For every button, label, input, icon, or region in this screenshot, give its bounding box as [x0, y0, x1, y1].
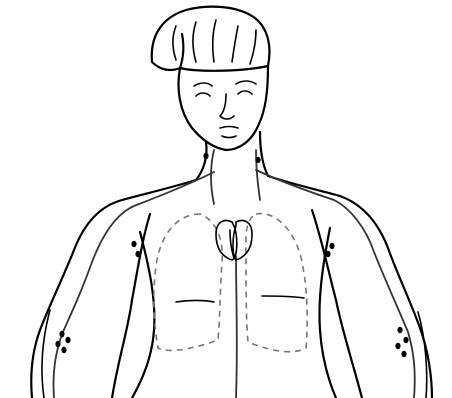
elbow-right-nodes — [395, 327, 408, 357]
neck-vessel-left — [211, 150, 214, 204]
neck-right-nodes — [255, 157, 260, 163]
hair — [152, 7, 270, 71]
axilla-left-nodes — [131, 241, 140, 257]
left-lung — [154, 214, 222, 350]
left-flank — [132, 232, 154, 398]
torso-outline — [31, 176, 432, 398]
midline-vessel — [236, 256, 237, 398]
nose — [220, 94, 234, 119]
face — [179, 66, 269, 150]
right-pec-line — [262, 296, 304, 298]
right-eye — [238, 91, 252, 94]
lymph-nodes — [55, 153, 408, 357]
right-arm-vessel — [256, 170, 415, 398]
left-pec-line — [176, 301, 214, 303]
right-lung — [246, 214, 307, 352]
neck — [196, 132, 268, 204]
left-brow — [194, 83, 212, 86]
vessels — [53, 170, 414, 398]
chin — [222, 136, 236, 138]
left-eye — [196, 93, 210, 96]
neck-left-nodes — [203, 153, 208, 159]
mouth — [220, 127, 238, 129]
chest-lines — [176, 296, 304, 302]
right-brow — [236, 81, 256, 84]
